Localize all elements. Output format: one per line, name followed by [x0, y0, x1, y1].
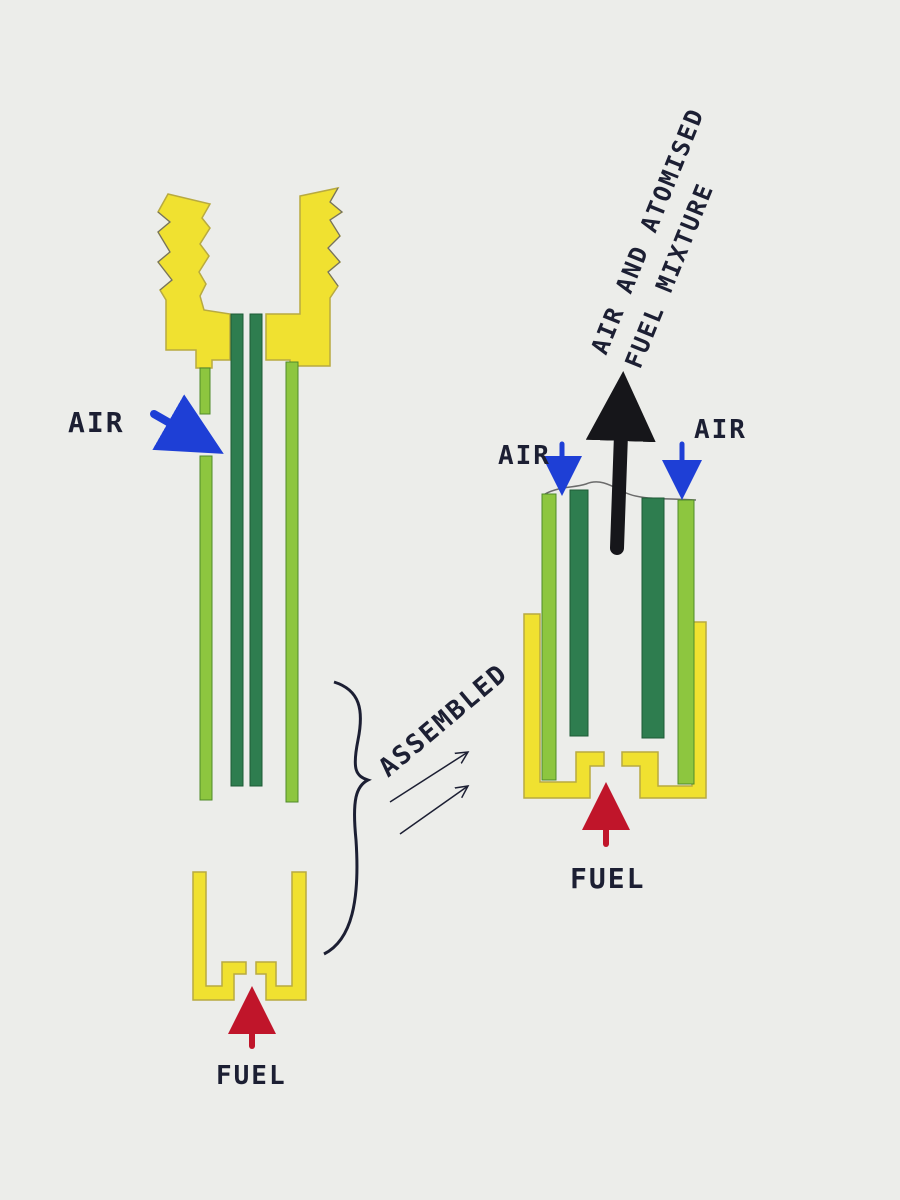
threaded-cap	[156, 193, 231, 369]
output-arrow-icon	[585, 371, 656, 555]
exploded-view: AIR FUEL	[68, 186, 372, 1091]
inner-tube-right	[249, 313, 263, 787]
assembled-arrow-icon	[399, 786, 468, 835]
inner-tube-left	[569, 489, 589, 737]
outer-tube-right	[677, 499, 695, 785]
assembled-arrow-icon	[389, 752, 468, 803]
inner-tube-right	[641, 497, 665, 739]
nozzle-base	[255, 871, 307, 1001]
assembled-indicator: ASSEMBLED	[373, 658, 514, 835]
outer-tube-left-upper	[199, 367, 211, 415]
fuel-label-right: FUEL	[570, 862, 645, 895]
assembled-view: AIR AIR AIR AND ATOMISED FUEL MIXTURE FU…	[498, 104, 747, 895]
outer-tube-left	[541, 493, 557, 781]
brace	[323, 680, 372, 956]
air-label-left: AIR	[68, 406, 125, 439]
outer-tube-left-lower	[199, 455, 213, 801]
housing-cup	[523, 613, 605, 799]
outer-tube-right	[285, 361, 299, 803]
threaded-cap	[265, 186, 344, 367]
assembled-label: ASSEMBLED	[373, 658, 514, 783]
air-arrow-icon	[150, 394, 224, 454]
nozzle-base	[192, 871, 247, 1001]
inner-tube-left	[230, 313, 244, 787]
fuel-label-left: FUEL	[216, 1061, 287, 1091]
air-label-right-2: AIR	[694, 415, 747, 445]
air-label-right-1: AIR	[498, 441, 551, 471]
